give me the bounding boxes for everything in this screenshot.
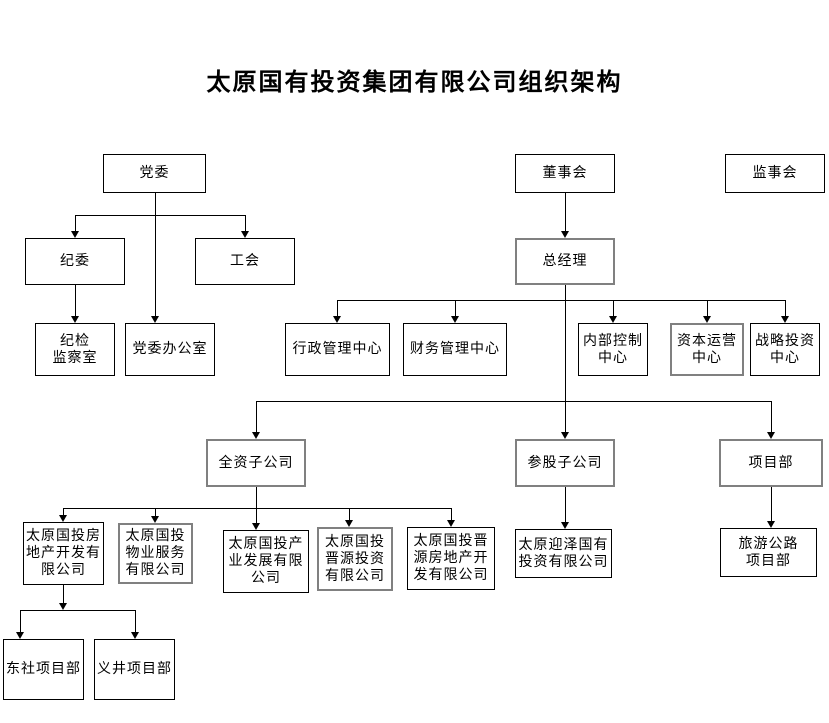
connector-line [256, 487, 257, 523]
node-supervisory-board: 监事会 [725, 154, 825, 193]
connector-line [256, 401, 772, 402]
arrowhead-icon [131, 632, 139, 639]
arrowhead-icon [241, 231, 249, 238]
node-party-committee-office: 党委办公室 [125, 323, 215, 376]
arrowhead-icon [561, 231, 569, 238]
arrowhead-icon [252, 432, 260, 439]
node-yijing-project: 义井项目部 [94, 639, 175, 700]
node-equity-subsidiaries: 参股子公司 [515, 439, 615, 487]
arrowhead-icon [252, 523, 260, 530]
arrowhead-icon [151, 516, 159, 523]
connector-line [565, 402, 566, 432]
arrowhead-icon [447, 520, 455, 527]
connector-line [771, 402, 772, 432]
connector-line [565, 285, 566, 402]
arrowhead-icon [609, 316, 617, 323]
connector-line [565, 193, 566, 231]
connector-line [349, 509, 350, 520]
node-board-of-directors: 董事会 [515, 154, 615, 193]
connector-line [155, 193, 156, 216]
connector-line [63, 509, 64, 516]
node-yingze-investment-company: 太原迎泽国有 投资有限公司 [515, 529, 612, 578]
arrowhead-icon [451, 316, 459, 323]
node-industry-development-company: 太原国投产 业发展有限 公司 [223, 530, 309, 593]
arrowhead-icon [561, 522, 569, 529]
connector-line [451, 509, 452, 520]
connector-line [75, 216, 76, 232]
connector-line [75, 285, 76, 317]
arrowhead-icon [59, 515, 67, 522]
connector-line [20, 610, 136, 611]
arrowhead-icon [16, 632, 24, 639]
arrowhead-icon [345, 520, 353, 527]
arrowhead-icon [703, 316, 711, 323]
connector-line [245, 216, 246, 232]
node-capital-operation-center: 资本运营 中心 [670, 323, 744, 376]
connector-line [771, 487, 772, 521]
node-property-service-company: 太原国投 物业服务 有限公司 [118, 523, 193, 584]
node-labor-union: 工会 [195, 238, 295, 285]
node-administration-center: 行政管理中心 [285, 323, 390, 376]
node-strategic-investment-center: 战略投资 中心 [750, 323, 820, 376]
arrowhead-icon [59, 603, 67, 610]
node-real-estate-company: 太原国投房 地产开发有 限公司 [23, 522, 104, 585]
connector-line [155, 216, 156, 317]
node-project-department: 项目部 [719, 439, 823, 487]
connector-line [337, 301, 338, 316]
node-wholly-owned-subsidiaries: 全资子公司 [206, 439, 306, 487]
arrowhead-icon [561, 432, 569, 439]
node-finance-center: 财务管理中心 [403, 323, 507, 376]
connector-line [707, 301, 708, 316]
arrowhead-icon [767, 432, 775, 439]
node-general-manager: 总经理 [515, 238, 615, 285]
connector-line [20, 611, 21, 632]
node-discipline-committee: 纪委 [25, 238, 125, 285]
connector-line [337, 300, 786, 301]
node-internal-control-center: 内部控制 中心 [578, 323, 648, 376]
connector-line [155, 509, 156, 517]
arrowhead-icon [71, 231, 79, 238]
connector-line [63, 508, 452, 509]
arrowhead-icon [333, 316, 341, 323]
node-jinyuan-investment-company: 太原国投 晋源投资 有限公司 [317, 527, 393, 591]
connector-line [565, 487, 566, 522]
page-title: 太原国有投资集团有限公司组织架构 [206, 70, 623, 96]
arrowhead-icon [767, 521, 775, 528]
connector-line [455, 301, 456, 316]
connector-line [613, 301, 614, 316]
arrowhead-icon [151, 316, 159, 323]
node-jinyuan-real-estate-company: 太原国投晋 源房地产开 发有限公司 [407, 527, 495, 590]
node-dongshe-project: 东社项目部 [3, 639, 84, 700]
node-discipline-inspection-office: 纪检 监察室 [35, 323, 115, 376]
connector-line [785, 301, 786, 316]
arrowhead-icon [781, 316, 789, 323]
node-party-committee: 党委 [103, 154, 206, 193]
connector-line [75, 215, 246, 216]
connector-line [135, 611, 136, 632]
connector-line [256, 402, 257, 432]
connector-line [63, 585, 64, 603]
arrowhead-icon [71, 316, 79, 323]
node-tourism-highway-project: 旅游公路 项目部 [720, 528, 817, 577]
